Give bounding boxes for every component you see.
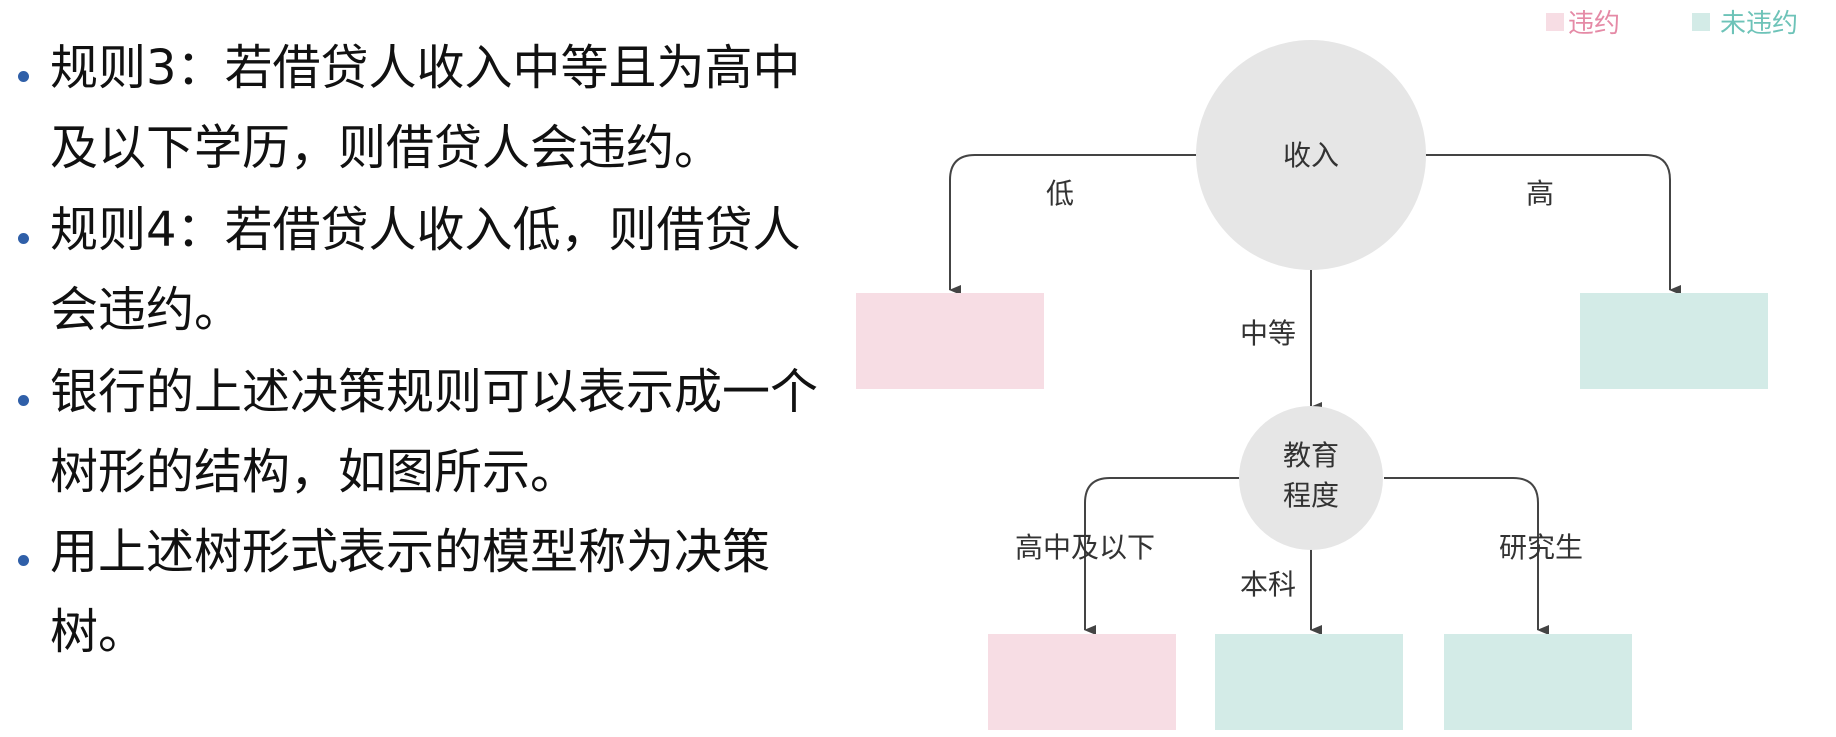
bullet-dot [18, 71, 29, 82]
bullet-text: 用上述树形式表示的模型称为决策树。 [50, 524, 771, 660]
edge-high [1425, 154, 1681, 295]
edge-low [949, 154, 1198, 295]
leaf-highschool-default [988, 634, 1176, 730]
legend-no-default-label: 未违约 [1720, 9, 1798, 39]
legend-default-label: 违约 [1568, 9, 1620, 39]
branch-label-high: 高 [1526, 177, 1554, 210]
leaf-high-no-default [1580, 293, 1768, 389]
branch-label-highschool: 高中及以下 [1015, 531, 1155, 564]
bullet-text: 银行的上述决策规则可以表示成一个 树形的结构，如图所示。 [50, 364, 819, 500]
legend: 违约 未违约 [1546, 9, 1798, 39]
edge-highschool [1084, 477, 1240, 635]
bullet-list: 规则3：若借贷人收入中等且为高中 及以下学历，则借贷人会违约。 规则4：若借贷人… [0, 0, 860, 737]
leaf-undergrad-no-default [1215, 634, 1403, 730]
child-node-label-line2: 程度 [1283, 479, 1339, 512]
child-node-education [1239, 406, 1383, 550]
bullet-text: 规则4：若借贷人收入低，则借贷人 会违约。 [50, 202, 801, 338]
bullet-text: 规则3：若借贷人收入中等且为高中 及以下学历，则借贷人会违约。 [50, 40, 801, 176]
legend-default-swatch [1546, 13, 1564, 31]
legend-no-default-swatch [1692, 13, 1710, 31]
child-edges [1084, 477, 1549, 635]
branch-label-mid: 中等 [1240, 317, 1296, 350]
bullet-dot [18, 395, 29, 406]
edge-graduate [1384, 477, 1549, 635]
bullet-dot [18, 555, 29, 566]
root-node-label: 收入 [1283, 139, 1339, 172]
root-node-income [1196, 40, 1426, 270]
leaf-graduate-no-default [1444, 634, 1632, 730]
bullet-dot [18, 233, 29, 244]
branch-label-undergrad: 本科 [1240, 568, 1296, 601]
branch-label-graduate: 研究生 [1499, 531, 1583, 564]
leaf-low-default [856, 293, 1044, 389]
branch-label-low: 低 [1046, 177, 1074, 210]
root-edges [949, 154, 1681, 412]
child-node-label-line1: 教育 [1283, 439, 1339, 472]
